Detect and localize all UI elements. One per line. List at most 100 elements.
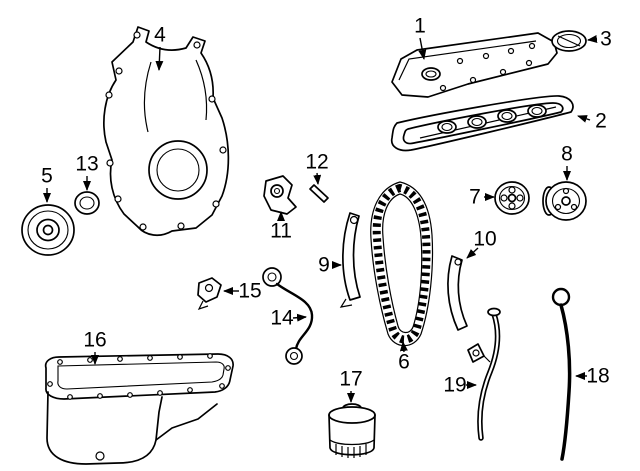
tube-bracket-hole <box>472 349 480 357</box>
callout-label: 4 <box>154 24 166 47</box>
callout-label: 2 <box>595 110 607 133</box>
oil-pan-sump <box>46 391 163 465</box>
rim-bolt-hole <box>57 359 63 365</box>
bolt-hole <box>105 91 113 99</box>
bolt-hole <box>114 195 122 203</box>
gear-center-hole <box>561 196 571 206</box>
bolt-hole <box>525 59 533 67</box>
gear-bolt-hole <box>570 203 578 211</box>
oil-pan-rim-inner <box>57 361 225 390</box>
gear-bolt-hole <box>554 203 562 211</box>
bolt-hole <box>106 159 114 167</box>
cap-grip <box>557 35 581 47</box>
rim-bolt-hole <box>67 394 73 400</box>
part-timing-chain-cover <box>103 26 230 237</box>
bolt-hole <box>469 76 477 84</box>
tube-funnel <box>487 307 501 317</box>
callout-8[interactable]: 8 <box>561 143 573 181</box>
leader-arrow <box>292 313 307 322</box>
callout-label: 10 <box>473 228 496 251</box>
part-dipstick-tube <box>467 307 501 441</box>
rim-bolt-hole <box>187 387 193 393</box>
callout-10[interactable]: 10 <box>466 228 497 259</box>
bolt-hole <box>212 200 220 208</box>
callout-18[interactable]: 18 <box>575 365 610 388</box>
rim-bolt-hole <box>147 355 153 361</box>
dipstick-stem <box>559 303 572 461</box>
callout-label: 19 <box>443 374 466 397</box>
callout-17[interactable]: 17 <box>339 368 363 403</box>
callout-11[interactable]: 11 <box>270 211 292 243</box>
callout-1[interactable]: 1 <box>414 15 427 60</box>
callout-label: 14 <box>270 307 294 330</box>
gear-bolt-hole <box>508 186 516 194</box>
callout-12[interactable]: 12 <box>305 151 329 185</box>
gasket-ring <box>390 95 574 152</box>
callout-7[interactable]: 7 <box>469 186 495 209</box>
sensor-ring-bottom-hole <box>289 351 299 361</box>
rim-bolt-hole <box>219 383 225 389</box>
callout-19[interactable]: 19 <box>443 374 477 397</box>
guide-foot <box>339 298 353 308</box>
crank-seal-bore <box>148 140 208 200</box>
tube-seal-inner <box>531 106 543 116</box>
oil-pan-rim <box>44 353 234 400</box>
callout-13[interactable]: 13 <box>75 153 99 191</box>
bolt-hole <box>528 42 536 50</box>
part-camshaft-timing-gear <box>542 181 587 221</box>
callout-label: 12 <box>305 151 328 174</box>
leader-arrow <box>399 341 408 353</box>
leader-arrow <box>313 172 322 185</box>
tube-bracket-link <box>483 355 491 363</box>
part-chain-guide <box>447 255 468 331</box>
bolt-hole <box>456 57 464 65</box>
callout-4[interactable]: 4 <box>154 24 166 71</box>
bolt-hole <box>507 47 515 55</box>
drain-plug <box>95 451 105 461</box>
callout-14[interactable]: 14 <box>270 307 307 330</box>
callout-5[interactable]: 5 <box>41 165 53 203</box>
stud-body <box>309 184 329 203</box>
callout-9[interactable]: 9 <box>318 254 342 277</box>
oil-pan-step-edge <box>155 403 218 441</box>
guide-mount-hole <box>454 258 462 266</box>
nozzle-boss <box>270 184 284 198</box>
callout-label: 7 <box>469 186 481 209</box>
filter-top <box>328 406 376 424</box>
tube-seal-inner <box>441 122 453 132</box>
callout-16[interactable]: 16 <box>83 329 107 365</box>
part-crank-position-sensor <box>262 267 314 365</box>
gear-bolt-hole <box>516 194 524 202</box>
oil-filler-boss-inner <box>425 70 437 78</box>
leader-arrow <box>577 115 591 123</box>
callout-label: 18 <box>586 365 609 388</box>
leader-arrow <box>418 37 427 60</box>
tensioner-guide-body <box>342 212 361 301</box>
rim-bolt-hole <box>157 390 163 396</box>
bolt-hole <box>133 31 141 39</box>
callout-6[interactable]: 6 <box>398 341 410 374</box>
tube-seal-inner <box>471 117 483 127</box>
callout-label: 3 <box>600 28 612 51</box>
leader-arrow <box>155 46 164 71</box>
valve-cover-ridge <box>398 40 537 81</box>
sensor-ring-top <box>262 267 282 287</box>
rim-bolt-hole <box>87 357 93 363</box>
callout-label: 8 <box>561 143 573 166</box>
tube-seal <box>497 109 517 123</box>
nozzle-boss-hole <box>273 187 281 195</box>
callout-2[interactable]: 2 <box>577 110 607 133</box>
gear-bolt-hole <box>562 187 570 195</box>
callout-15[interactable]: 15 <box>223 280 262 303</box>
bolt-hole <box>219 146 227 154</box>
callout-3[interactable]: 3 <box>587 28 612 51</box>
sensor-cable <box>275 282 314 351</box>
callout-label: 1 <box>414 15 426 38</box>
filter-body <box>328 414 376 456</box>
part-oil-filler-cap <box>551 30 587 52</box>
rim-bolt-hole <box>177 354 183 360</box>
valve-cover-outline <box>391 32 558 98</box>
seal-outline <box>74 191 100 215</box>
